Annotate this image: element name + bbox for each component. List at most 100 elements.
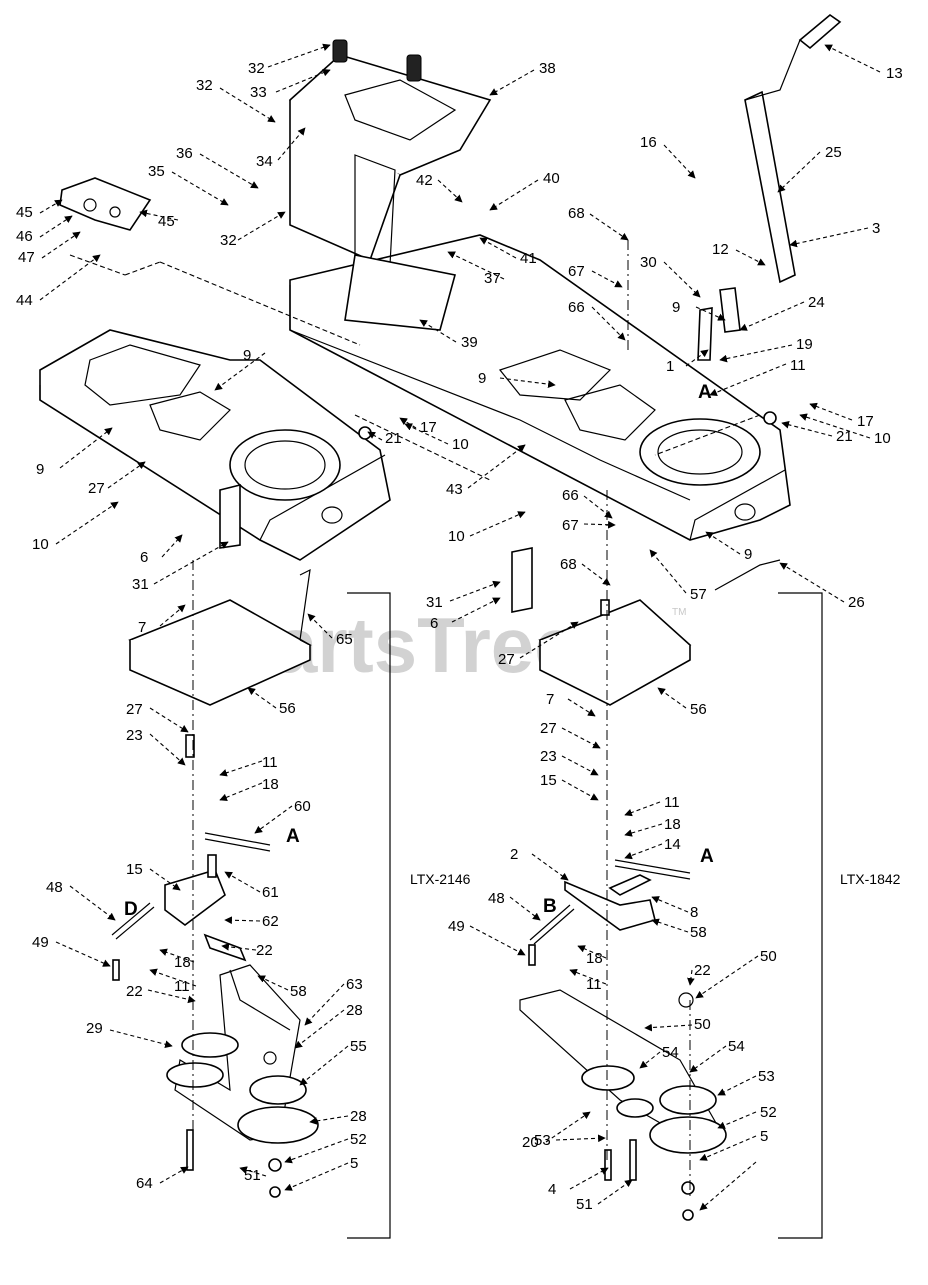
callout-label: 2	[510, 846, 518, 863]
callout-label: 53	[534, 1132, 551, 1149]
callout-label: 66	[568, 299, 585, 316]
callout-arrow	[695, 306, 726, 321]
callout-label: 38	[539, 60, 556, 77]
callout-label: 58	[290, 983, 307, 1000]
callout-label: 67	[562, 517, 579, 534]
callout-label: 15	[126, 861, 143, 878]
callout-arrow	[107, 461, 146, 489]
ref-letter-d: D	[124, 899, 138, 920]
callout-label: 23	[540, 748, 557, 765]
callout-arrow	[399, 417, 417, 429]
callout-label: 10	[32, 536, 49, 553]
callout-label: 26	[848, 594, 865, 611]
callout-arrow	[569, 1167, 609, 1190]
callout-label: 7	[546, 691, 554, 708]
watermark-trademark: TM	[672, 607, 686, 618]
callout-label: 31	[132, 576, 149, 593]
callout-label: 15	[540, 772, 557, 789]
callout-arrow	[221, 942, 257, 951]
callout-arrow	[449, 580, 501, 602]
callout-arrow	[159, 1166, 189, 1184]
callout-arrow	[447, 251, 505, 280]
callout-label: 1	[666, 358, 674, 375]
callout-label: 32	[248, 60, 265, 77]
callout-label: 18	[262, 776, 279, 793]
callout-label: 48	[488, 890, 505, 907]
callout-arrow	[735, 249, 766, 266]
callout-label: 28	[350, 1108, 367, 1125]
callout-arrow	[577, 945, 607, 959]
callout-arrow	[651, 896, 689, 913]
callout-arrow	[147, 989, 196, 1004]
callout-label: 8	[690, 904, 698, 921]
callout-label: 17	[420, 419, 437, 436]
callout-arrow	[583, 520, 616, 529]
callout-arrow	[451, 597, 501, 623]
ref-letter-b: B	[543, 896, 557, 917]
callout-label: 27	[126, 701, 143, 718]
callout-label: 18	[174, 954, 191, 971]
axis-lines	[69, 240, 761, 1200]
callout-label: 67	[568, 263, 585, 280]
callout-label: 51	[576, 1196, 593, 1213]
callout-arrow	[657, 687, 687, 709]
section-brackets: LTX-2146 LTX-1842	[347, 592, 901, 1239]
callout-arrow	[509, 896, 541, 921]
callout-arrow	[545, 1111, 591, 1143]
callout-label: 5	[350, 1155, 358, 1172]
callout-arrow	[219, 87, 276, 123]
callout-arrow	[39, 215, 73, 238]
callout-label: 14	[664, 836, 681, 853]
callout-arrow	[624, 843, 663, 860]
callout-label: 9	[672, 299, 680, 316]
callout-label: 18	[586, 950, 603, 967]
callout-label: 11	[174, 978, 190, 995]
callout-arrow	[789, 227, 869, 248]
callout-label: 10	[874, 430, 891, 447]
callout-arrow	[591, 270, 623, 288]
callout-label: 27	[540, 720, 557, 737]
callout-arrow	[109, 1029, 173, 1048]
callout-arrow	[567, 698, 596, 717]
callout-arrow	[689, 1045, 727, 1073]
callout-label: 33	[250, 84, 267, 101]
callout-arrow	[717, 1075, 757, 1096]
callout-label: 27	[498, 651, 515, 668]
callout-label: 66	[562, 487, 579, 504]
callout-arrow	[687, 969, 695, 986]
callout-arrow	[153, 541, 229, 585]
callout-label: 11	[790, 357, 806, 374]
callout-label: 4	[548, 1181, 556, 1198]
callout-label: 21	[385, 430, 402, 447]
callout-arrow	[649, 549, 687, 594]
callout-arrow	[583, 495, 613, 519]
callout-arrow	[39, 199, 63, 214]
callout-arrow	[519, 621, 579, 659]
callout-arrow	[159, 948, 195, 963]
callout-label: 37	[484, 270, 501, 287]
callout-arrow	[237, 211, 286, 241]
callout-arrow	[55, 941, 111, 967]
callout-label: 43	[446, 481, 463, 498]
callout-label: 63	[346, 976, 363, 993]
callout-arrow	[149, 733, 186, 766]
callout-label: 40	[543, 170, 560, 187]
callout-arrow	[699, 1161, 757, 1211]
callout-label: 31	[426, 594, 443, 611]
callout-label: 22	[126, 983, 143, 1000]
callout-label: 54	[728, 1038, 745, 1055]
callout-label: 32	[220, 232, 237, 249]
callout-arrow	[267, 43, 331, 68]
callout-arrow	[39, 254, 101, 301]
callout-label: 56	[279, 700, 296, 717]
callout-arrow	[561, 755, 599, 776]
callout-label: 29	[86, 1020, 103, 1037]
callout-label: 30	[640, 254, 657, 271]
callout-label: 61	[262, 884, 279, 901]
ref-letter-a-top: A	[698, 382, 712, 403]
callout-arrow	[404, 423, 449, 445]
callout-label: 41	[520, 250, 537, 267]
callout-label: 27	[88, 480, 105, 497]
callout-label: 9	[744, 546, 752, 563]
